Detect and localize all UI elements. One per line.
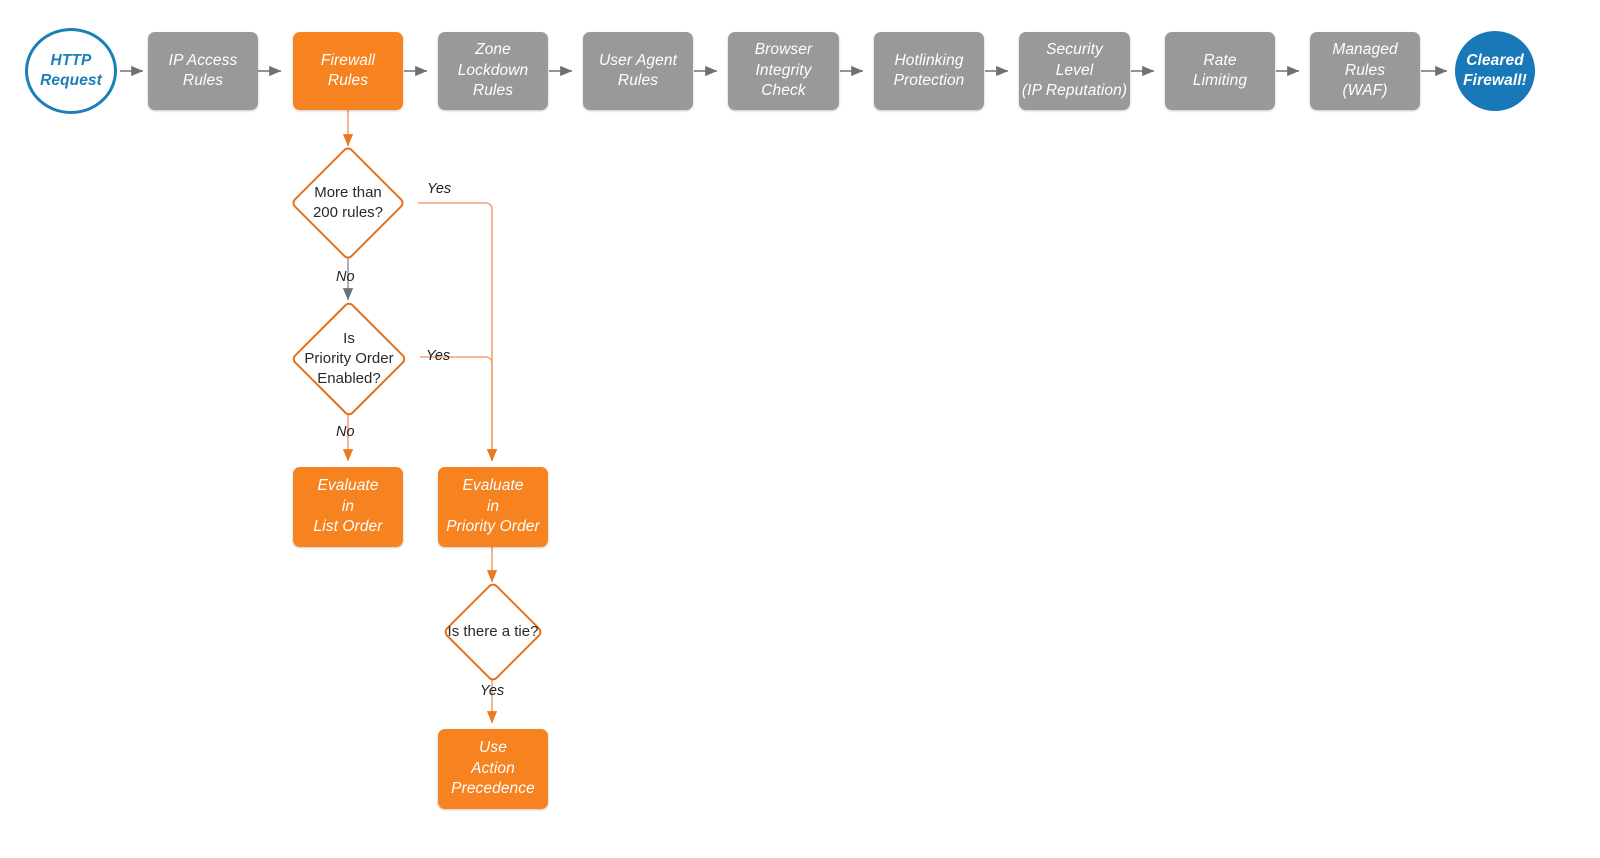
decision-is-there-a-tie-label: Is there a tie? bbox=[447, 622, 539, 640]
edge-label-more-than-200-yes: Yes bbox=[427, 181, 452, 197]
wire-more-than-200-yes bbox=[418, 202, 498, 462]
edge-label-priority-order-yes: Yes bbox=[426, 348, 451, 364]
edge-label-priority-order-no: No bbox=[336, 424, 355, 440]
decision-is-there-a-tie[interactable]: Is there a tie? bbox=[427, 581, 559, 683]
edge-label-tie-yes: Yes bbox=[480, 683, 505, 699]
wire-priority-order-yes bbox=[420, 356, 498, 462]
edge-label-more-than-200-no: No bbox=[336, 269, 355, 285]
